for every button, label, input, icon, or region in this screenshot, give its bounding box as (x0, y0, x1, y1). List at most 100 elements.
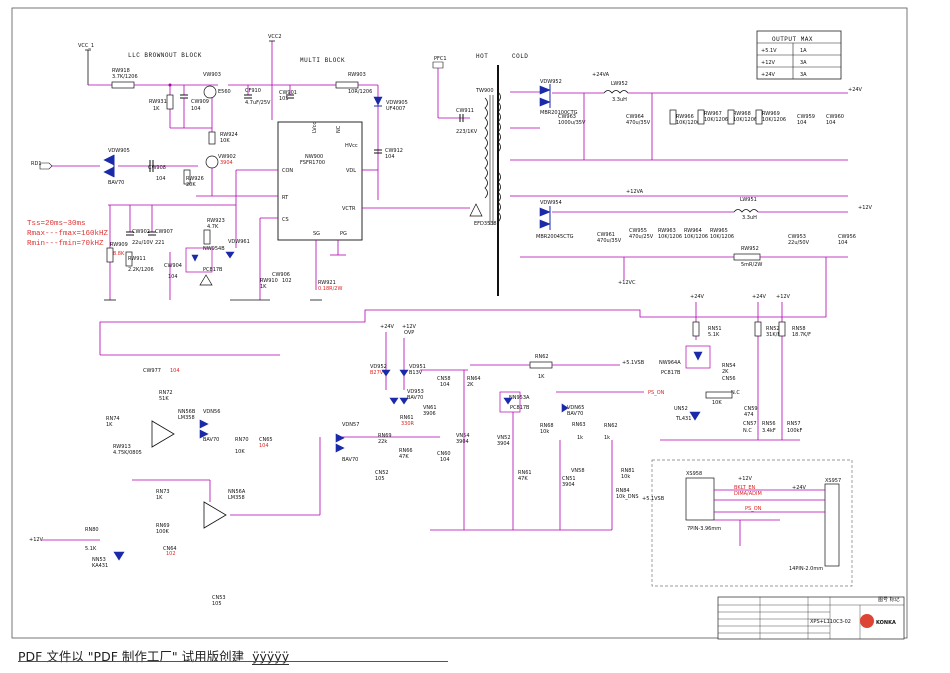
svg-text:VD953: VD953 (407, 389, 424, 395)
llc-feedback-left: RW909 8.8K CW902 22u/10V CW907 221 RW911… (104, 204, 342, 301)
svg-text:18.7K/F: 18.7K/F (792, 332, 811, 338)
svg-text:47K: 47K (399, 454, 409, 460)
net-24v-fb2: +24V (752, 294, 767, 300)
svg-text:CW904: CW904 (164, 263, 182, 269)
svg-text:CW959: CW959 (797, 114, 815, 120)
svg-text:10K/1206: 10K/1206 (733, 117, 757, 123)
svg-text:RN61: RN61 (400, 415, 414, 421)
svg-text:104: 104 (156, 176, 166, 182)
timing-notes: Tss=20ms~30ms Rmax---fmax=160kHZ Rmin---… (27, 220, 109, 248)
svg-text:5.1K: 5.1K (85, 546, 97, 552)
svg-text:RW923: RW923 (207, 218, 225, 224)
svg-text:CON: CON (282, 168, 293, 174)
svg-text:4.75K/0805: 4.75K/0805 (113, 450, 142, 456)
svg-text:RN58: RN58 (792, 326, 806, 332)
svg-text:RN74: RN74 (106, 416, 120, 422)
svg-text:VW903: VW903 (203, 72, 221, 78)
svg-text:CW961: CW961 (597, 232, 615, 238)
svg-text:CN53: CN53 (212, 595, 226, 601)
section-cold: COLD (512, 53, 528, 60)
svg-text:VD951: VD951 (409, 364, 426, 370)
svg-text:470u/35V: 470u/35V (597, 238, 622, 244)
svg-text:CW911: CW911 (456, 108, 474, 114)
svg-text:104: 104 (797, 120, 807, 126)
svg-text:CW906: CW906 (272, 272, 290, 278)
svg-text:RW910: RW910 (260, 278, 278, 284)
svg-text:HVcc: HVcc (345, 143, 358, 149)
nw900-body (277, 121, 363, 241)
svg-text:图号 标记: 图号 标记 (878, 596, 900, 603)
svg-text:5mR/2W: 5mR/2W (741, 262, 762, 268)
svg-text:BAV70: BAV70 (342, 457, 358, 463)
net-24va: +24VA (592, 72, 610, 78)
svg-text:B27V: B27V (370, 370, 384, 376)
net-5v1vsb-conn: +5.1VSB (642, 496, 665, 502)
svg-text:LM358: LM358 (228, 495, 245, 501)
opamp-block: CW977 104 RN72 51K NN56B LM358 VDN56 BAV… (29, 354, 359, 607)
svg-text:3904: 3904 (220, 160, 233, 166)
svg-text:14PIN-2.0mm: 14PIN-2.0mm (789, 566, 823, 572)
svg-text:KA431: KA431 (92, 563, 108, 569)
svg-text:3904: 3904 (456, 439, 469, 445)
svg-text:10K: 10K (220, 138, 230, 144)
svg-text:2.2K/1206: 2.2K/1206 (128, 267, 154, 273)
svg-text:4.7uF/25V: 4.7uF/25V (245, 100, 271, 106)
svg-text:RN68: RN68 (540, 423, 554, 429)
svg-text:RW924: RW924 (220, 132, 238, 138)
svg-text:104: 104 (440, 382, 450, 388)
output-24v: VDW952 MBR20100CTG +24VA LW952 3.3uH CW9… (510, 72, 863, 161)
svg-text:NN953A: NN953A (509, 395, 530, 401)
svg-text:10k: 10k (621, 474, 630, 480)
net-12v-amp: +12V (29, 537, 44, 543)
svg-text:3.3uH: 3.3uH (742, 215, 757, 221)
svg-text:CN59: CN59 (744, 406, 758, 412)
svg-text:CF910: CF910 (245, 88, 261, 94)
svg-text:BAV70: BAV70 (203, 437, 219, 443)
svg-text:RN61: RN61 (518, 470, 532, 476)
output-max-table: OUTPUT MAX +5.1V 1A +12V 3A +24V 3A (756, 30, 842, 80)
svg-text:CW960: CW960 (826, 114, 844, 120)
svg-text:RN63: RN63 (572, 422, 586, 428)
svg-text:VDW952: VDW952 (540, 79, 562, 85)
output-current: 1A (800, 48, 807, 54)
svg-text:VDW961: VDW961 (228, 239, 250, 245)
svg-text:RN56: RN56 (762, 421, 776, 427)
svg-text:N.C: N.C (743, 428, 752, 434)
svg-text:UF4007: UF4007 (386, 106, 405, 112)
svg-text:10K/1206: 10K/1206 (704, 117, 728, 123)
output-current: 3A (800, 72, 807, 78)
controller-ic: VCC2 CF910 4.7uF/25V CW901 105 RW903 10R… (196, 34, 470, 300)
svg-text:CN64: CN64 (163, 546, 177, 552)
svg-text:1000u/35V: 1000u/35V (558, 120, 586, 126)
svg-text:3904: 3904 (497, 441, 510, 447)
ovp-block: +24V +12V OVP VD952 B27V VD951 B13V VD95… (340, 324, 481, 482)
svg-text:10k_DNS: 10k_DNS (616, 494, 639, 500)
svg-text:104: 104 (838, 240, 848, 246)
svg-text:B13V: B13V (409, 370, 423, 376)
svg-text:CN65: CN65 (259, 437, 273, 443)
svg-text:470u/35V: 470u/35V (626, 120, 651, 126)
svg-text:47K: 47K (518, 476, 528, 482)
svg-text:CW977: CW977 (143, 368, 161, 374)
svg-text:CW956: CW956 (838, 234, 856, 240)
svg-text:22u/10V: 22u/10V (132, 240, 154, 246)
svg-text:CW902: CW902 (132, 229, 150, 235)
svg-text:1K: 1K (106, 422, 113, 428)
svg-text:RN66: RN66 (399, 448, 413, 454)
svg-text:3904: 3904 (562, 482, 575, 488)
svg-text:RW921: RW921 (318, 280, 336, 286)
svg-text:3.4kF: 3.4kF (762, 428, 776, 434)
output-rail: +12V (761, 60, 776, 66)
svg-text:RW931: RW931 (149, 99, 167, 105)
svg-text:DIMA/ADIM: DIMA/ADIM (734, 491, 762, 497)
svg-text:CW963: CW963 (558, 114, 576, 120)
svg-text:MBR20045CTG: MBR20045CTG (536, 234, 574, 240)
svg-text:RW963: RW963 (658, 228, 676, 234)
svg-text:104: 104 (385, 154, 395, 160)
svg-text:RW965: RW965 (710, 228, 728, 234)
svg-text:PC817B: PC817B (661, 370, 681, 376)
svg-text:5.1K: 5.1K (708, 332, 720, 338)
svg-text:105: 105 (279, 96, 289, 102)
svg-text:N.C: N.C (731, 390, 740, 396)
svg-text:VN61: VN61 (423, 405, 437, 411)
